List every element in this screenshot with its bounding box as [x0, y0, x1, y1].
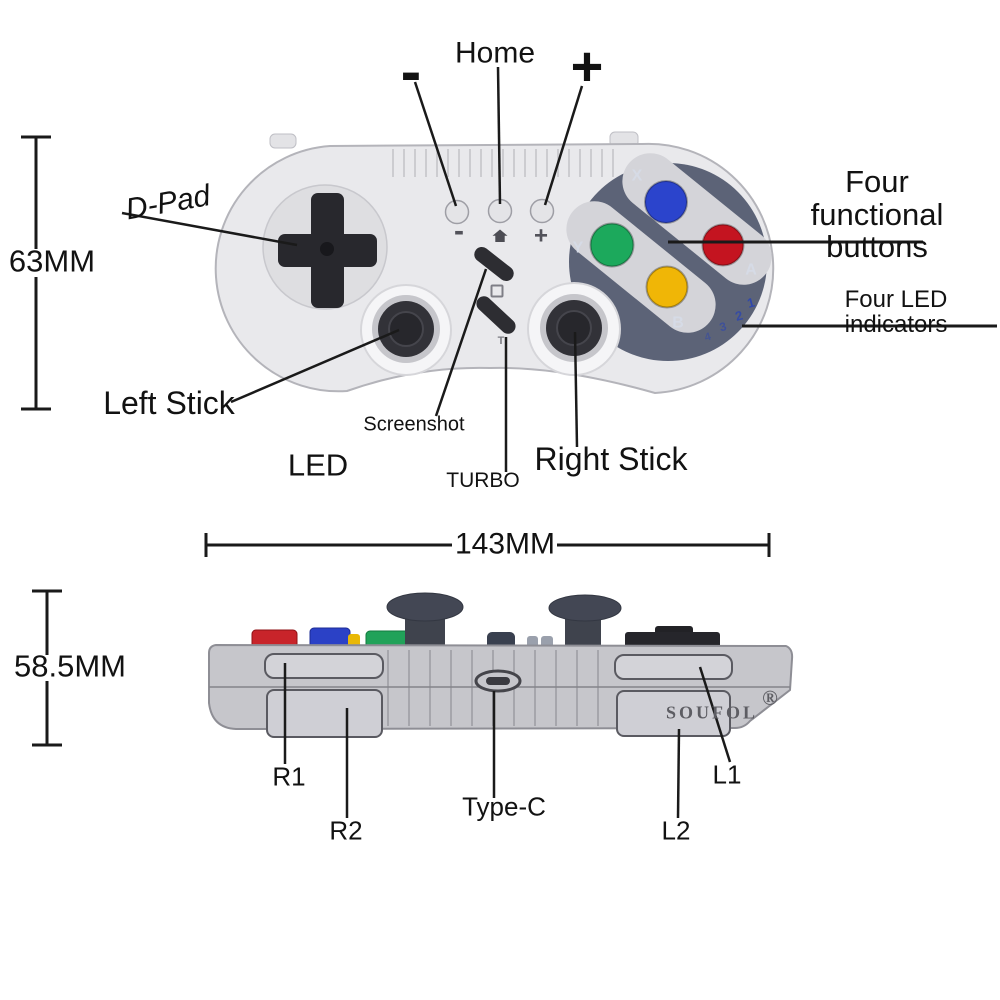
- right-stick-annotation: Right Stick: [534, 441, 688, 478]
- plus-symbol: +: [533, 222, 549, 250]
- turbo-symbol: T: [497, 335, 505, 348]
- side-right-stick-cap: [548, 594, 622, 622]
- plus-button: [529, 198, 555, 224]
- width-dimension: 143MM: [454, 527, 556, 561]
- body-tab-left: [269, 133, 297, 149]
- front-height-dimension: 63MM: [8, 243, 96, 279]
- r1-button: [264, 653, 384, 679]
- r2-label: R2: [329, 815, 363, 846]
- l1-button: [614, 654, 733, 680]
- height-dimension-line: [21, 135, 51, 411]
- b-button: [645, 265, 689, 309]
- x-button-label: X: [631, 167, 643, 185]
- x-button: [644, 180, 688, 224]
- front-view-illustration: [21, 66, 997, 472]
- a-button: [701, 223, 745, 267]
- left-stick-top: [388, 311, 424, 347]
- y-button: [589, 222, 635, 268]
- minus-symbol: -: [454, 214, 464, 248]
- turbo-button: [476, 296, 516, 334]
- type-c-label: Type-C: [462, 791, 546, 822]
- side-leader-lines: [283, 663, 732, 819]
- b-button-label: B: [672, 314, 684, 332]
- minus-annotation: -: [400, 37, 422, 107]
- l2-button: [616, 690, 731, 737]
- y-button-label: Y: [572, 239, 584, 257]
- four-led-indicators-annotation: Four LED indicators: [844, 285, 948, 338]
- plus-annotation: +: [570, 34, 604, 98]
- side-height-dimension: 58.5MM: [14, 648, 126, 684]
- side-height-dimension-line: [32, 589, 62, 747]
- screenshot-button: [474, 246, 514, 282]
- brand-watermark: SOUFOL: [665, 702, 759, 723]
- side-view-illustration: [32, 589, 794, 819]
- front-leader-lines: [121, 66, 997, 472]
- turbo-annotation: TURBO: [446, 468, 520, 492]
- registered-trademark-icon: ®: [762, 685, 778, 710]
- l1-label: L1: [712, 759, 742, 790]
- r2-button: [266, 689, 383, 738]
- home-annotation: Home: [454, 36, 536, 70]
- dpad-center: [320, 242, 334, 256]
- r1-label: R1: [272, 761, 306, 792]
- width-dimension-line: [204, 533, 771, 557]
- a-button-label: A: [745, 261, 757, 279]
- four-functional-buttons-annotation: Four functional buttons: [810, 164, 944, 265]
- top-ridges: [392, 149, 614, 177]
- home-icon: [492, 229, 508, 242]
- left-stick-annotation: Left Stick: [103, 385, 235, 422]
- screenshot-annotation: Screenshot: [363, 413, 465, 436]
- type-c-slot: [486, 677, 510, 685]
- side-left-stick-cap: [386, 592, 464, 622]
- screenshot-icon: [490, 284, 504, 298]
- minus-button: [444, 199, 470, 225]
- l2-label: L2: [661, 815, 691, 846]
- side-dpad-edge: [625, 632, 720, 648]
- led-annotation: LED: [287, 447, 349, 483]
